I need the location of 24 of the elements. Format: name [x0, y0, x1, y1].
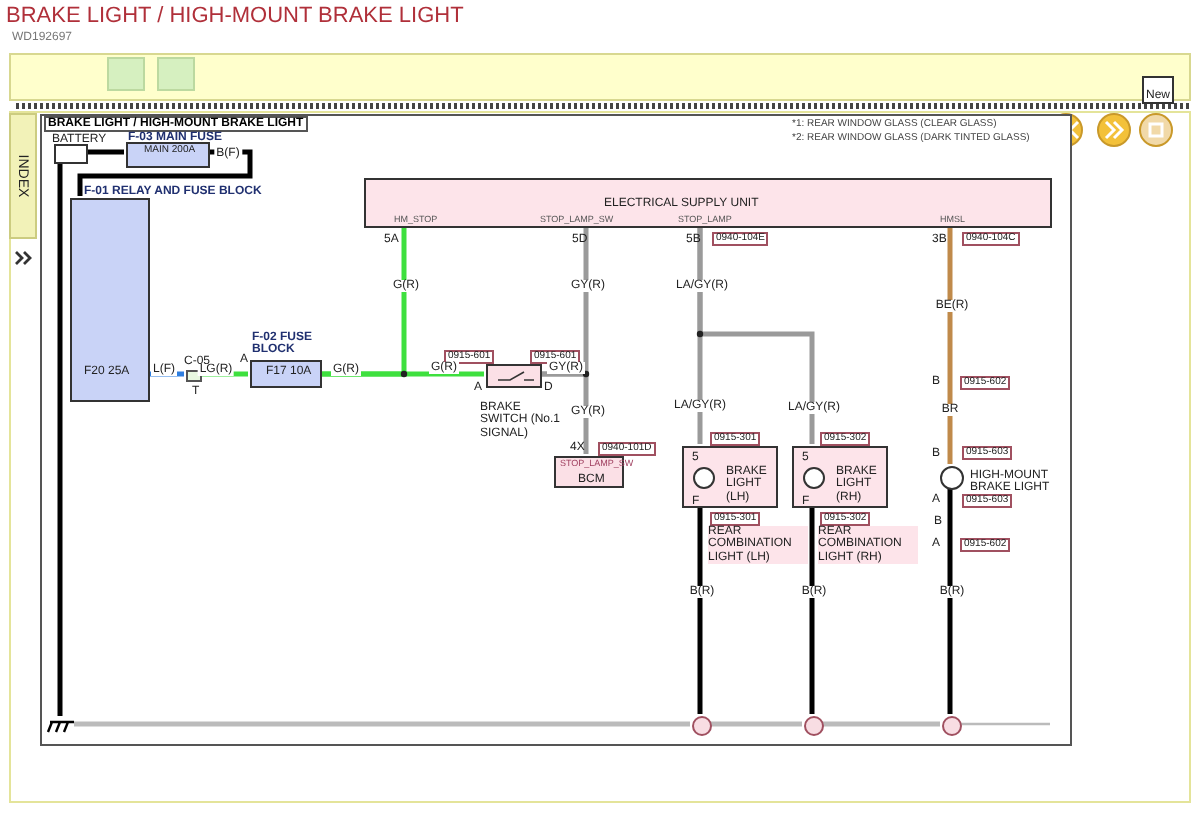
wire	[200, 371, 248, 377]
wire	[697, 506, 703, 714]
ground-point	[692, 716, 712, 736]
ground-point	[942, 716, 962, 736]
wire	[540, 371, 589, 454]
diagram-frame	[40, 114, 1072, 746]
wire	[74, 721, 690, 727]
ground-point	[804, 716, 824, 736]
wire	[320, 226, 407, 377]
wire	[77, 149, 253, 196]
brake-light-box	[792, 446, 888, 508]
wire	[57, 162, 63, 716]
brake-light-box	[682, 446, 778, 508]
ground-symbol	[48, 718, 76, 734]
wire	[809, 506, 815, 714]
wire	[697, 226, 815, 444]
supply-unit-box	[364, 178, 1052, 228]
wire	[947, 226, 953, 464]
wire	[822, 721, 940, 727]
wire	[710, 721, 802, 727]
wire	[947, 488, 953, 714]
wire	[148, 371, 184, 377]
wire	[86, 149, 124, 155]
diagram-title: BRAKE LIGHT / HIGH-MOUNT BRAKE LIGHT	[6, 4, 464, 28]
